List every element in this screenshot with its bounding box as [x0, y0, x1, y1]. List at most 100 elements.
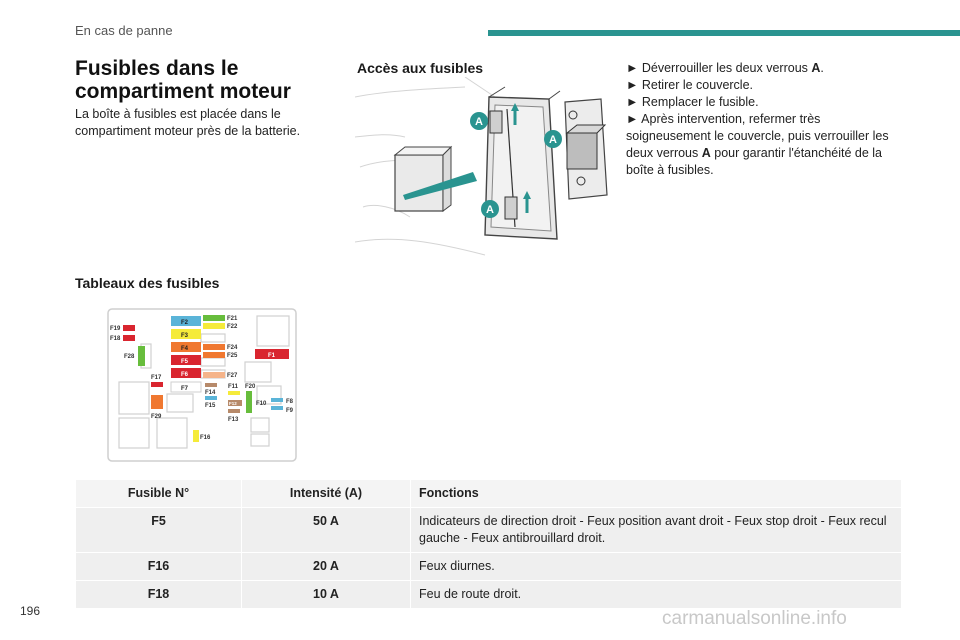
latch-top	[489, 110, 503, 134]
svg-text:A: A	[486, 204, 494, 216]
fuse-function: Indicateurs de direction droit - Feux po…	[410, 507, 902, 553]
table-row: F18 10 A Feu de route droit.	[75, 580, 902, 609]
svg-text:F3: F3	[181, 333, 189, 339]
svg-text:A: A	[475, 116, 483, 128]
svg-text:F22: F22	[227, 324, 238, 330]
latch-bottom	[504, 196, 518, 220]
fuse-f21	[203, 315, 225, 321]
table-row: F5 50 A Indicateurs de direction droit -…	[75, 507, 902, 553]
svg-text:F29: F29	[151, 414, 162, 420]
page-number: 196	[20, 604, 41, 618]
fuse-table: Fusible N° Intensité (A) Fonctions F5 50…	[75, 479, 902, 609]
fuse-box-access-illustration: A A A	[355, 77, 608, 256]
fuse-number: F18	[75, 580, 242, 609]
svg-text:F11: F11	[228, 384, 239, 390]
svg-text:F18: F18	[110, 336, 121, 342]
fuse-f11	[228, 391, 240, 395]
svg-text:F4: F4	[181, 346, 189, 352]
fuse-f1	[255, 349, 289, 359]
access-heading: Accès aux fusibles	[357, 60, 484, 76]
svg-text:F10: F10	[256, 401, 267, 407]
svg-text:F16: F16	[200, 435, 211, 441]
fuse-intensity: 20 A	[241, 552, 411, 581]
fuse-f22	[203, 323, 225, 329]
fuse-f29	[151, 395, 163, 409]
section-title: En cas de panne	[75, 23, 173, 38]
svg-text:F2: F2	[181, 320, 189, 326]
engine-bay-sketch	[355, 77, 496, 256]
svg-text:F25: F25	[227, 353, 238, 359]
callout-a-1: A	[470, 112, 488, 130]
svg-text:F24: F24	[227, 345, 238, 351]
fuse-box-cover	[484, 86, 561, 240]
svg-text:F28: F28	[124, 354, 135, 360]
instruction-steps: ► Déverrouiller les deux verrous A. ► Re…	[626, 60, 906, 179]
fuse-f2	[171, 316, 201, 326]
table-header-row: Fusible N° Intensité (A) Fonctions	[75, 479, 902, 508]
fuse-function: Feu de route droit.	[410, 580, 902, 609]
svg-text:F6: F6	[181, 372, 189, 378]
direction-arrow	[403, 172, 477, 200]
fuse-f19	[123, 325, 135, 331]
svg-text:F7: F7	[181, 386, 189, 392]
fuse-f14	[205, 383, 217, 387]
fuse-f6	[171, 368, 201, 378]
svg-text:F21: F21	[227, 316, 238, 322]
fuse-f20	[246, 391, 252, 413]
svg-text:F8: F8	[286, 399, 294, 405]
fuse-f16	[193, 430, 199, 442]
fuse-f17	[151, 382, 163, 387]
svg-text:F12: F12	[229, 401, 237, 406]
fuse-f12	[228, 400, 242, 406]
fuse-number: F5	[75, 507, 242, 553]
fuse-f8	[271, 398, 283, 402]
up-arrow-icon	[523, 191, 531, 199]
watermark: carmanualsonline.info	[662, 608, 847, 629]
fuse-f18	[123, 335, 135, 341]
left-fuse-housing	[393, 145, 453, 212]
fuse-f24	[203, 344, 225, 350]
fuse-number: F16	[75, 552, 242, 581]
fuse-f13	[228, 409, 240, 413]
fuse-box-diagram: F19 F18 F28 F2 F3 F4 F5 F6 F7 F17 F29 F2…	[107, 308, 297, 462]
column-header-functions: Fonctions	[410, 479, 902, 508]
svg-text:A: A	[549, 134, 557, 146]
svg-text:F17: F17	[151, 375, 162, 381]
intro-paragraph: La boîte à fusibles est placée dans le c…	[75, 107, 301, 138]
column-header-fuse: Fusible N°	[75, 479, 242, 508]
fuse-function: Feux diurnes.	[410, 552, 902, 581]
fuse-f9	[271, 406, 283, 410]
fuse-f3	[171, 329, 201, 339]
column-header-intensity: Intensité (A)	[241, 479, 411, 508]
table-row: F16 20 A Feux diurnes.	[75, 552, 902, 581]
fuse-f15	[205, 396, 217, 400]
step-1: ► Déverrouiller les deux verrous A.	[626, 61, 824, 75]
step-4: ► Après intervention, refermer très soig…	[626, 112, 889, 177]
header-accent-bar	[488, 30, 960, 36]
svg-text:F27: F27	[227, 373, 238, 379]
fuse-f7	[170, 381, 202, 393]
latch-detail	[564, 98, 608, 200]
svg-text:F15: F15	[205, 403, 216, 409]
svg-text:F9: F9	[286, 408, 294, 414]
fuse-f25	[203, 352, 225, 358]
fuse-f4	[171, 342, 201, 352]
callout-a-3: A	[481, 200, 499, 218]
svg-text:F14: F14	[205, 390, 216, 396]
step-3: ► Remplacer le fusible.	[626, 95, 759, 109]
svg-text:F19: F19	[110, 326, 121, 332]
fuse-f28	[138, 346, 145, 366]
svg-text:F1: F1	[268, 353, 276, 359]
svg-text:F5: F5	[181, 359, 189, 365]
fuse-f27	[203, 372, 225, 378]
svg-text:F20: F20	[245, 384, 256, 390]
fuse-intensity: 10 A	[241, 580, 411, 609]
fuse-tables-heading: Tableaux des fusibles	[75, 275, 220, 291]
svg-text:F13: F13	[228, 417, 239, 423]
fuse-f5	[171, 355, 201, 365]
up-arrow-icon	[511, 103, 519, 111]
page-title: Fusibles dans le compartiment moteur	[75, 57, 291, 103]
callout-a-2: A	[544, 130, 562, 148]
step-2: ► Retirer le couvercle.	[626, 78, 754, 92]
fuse-intensity: 50 A	[241, 507, 411, 553]
